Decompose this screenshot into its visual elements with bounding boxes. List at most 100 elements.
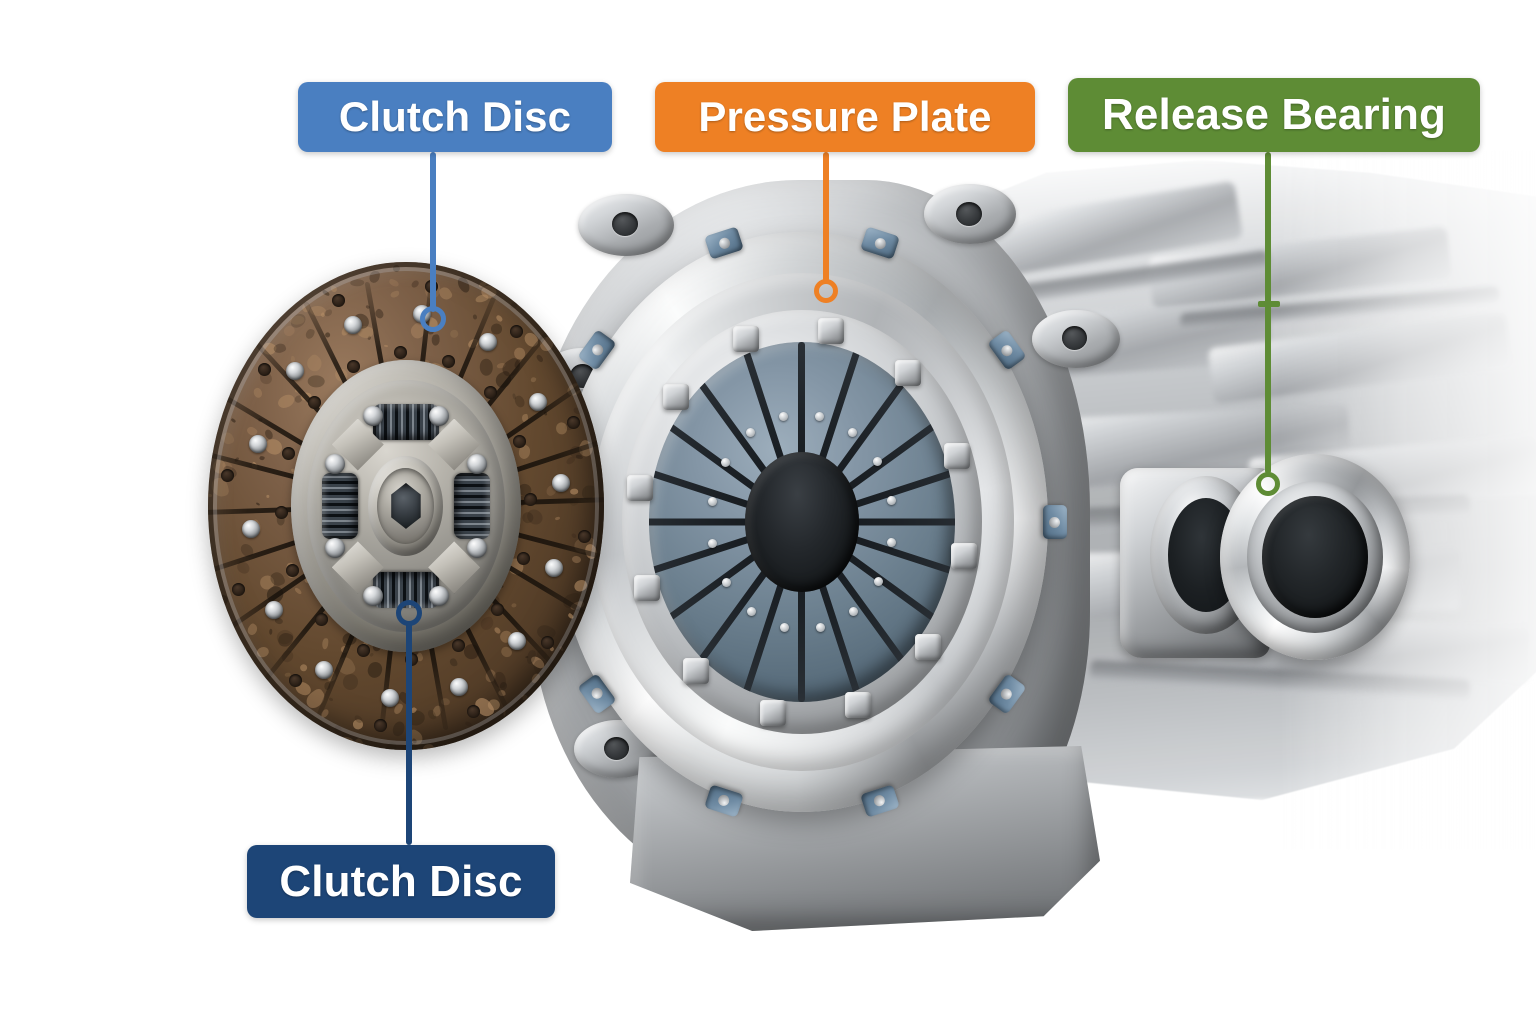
clutch-disc-rivet	[265, 600, 284, 619]
pressure-plate-bolt	[951, 542, 978, 569]
friction-material-speck	[239, 333, 250, 343]
friction-material-speck	[222, 684, 242, 706]
friction-material-speck	[291, 718, 303, 728]
clutch-disc-vent-hole	[288, 674, 302, 688]
hub-rivet	[466, 538, 487, 559]
friction-material-speck	[233, 652, 243, 662]
release-bearing-bore	[1261, 496, 1369, 618]
clutch-disc-hub-plate	[307, 380, 505, 632]
pressure-plate-bolt	[662, 384, 689, 411]
callout-label-pressure-plate[interactable]: Pressure Plate	[655, 82, 1035, 152]
diaphragm-rivet	[780, 623, 790, 633]
friction-material-speck	[244, 344, 249, 349]
pressure-plate	[536, 226, 1068, 818]
friction-material-speck	[327, 263, 342, 277]
friction-material-speck	[220, 673, 231, 688]
friction-material-speck	[418, 749, 430, 750]
clutch-disc-spline-collar	[368, 455, 444, 557]
bell-bolt-hole	[612, 212, 638, 236]
friction-material-speck	[496, 722, 502, 728]
friction-material-speck	[602, 457, 604, 465]
clutch-disc-vent-hole	[577, 530, 591, 544]
diaphragm-rivet	[873, 577, 883, 587]
friction-material-speck	[221, 314, 231, 322]
clutch-disc-vent-hole	[374, 719, 388, 733]
friction-material-speck	[287, 745, 298, 750]
friction-material-speck	[573, 657, 579, 662]
hub-rivet	[325, 538, 346, 559]
pressure-plate-bolt	[760, 700, 787, 727]
friction-material-speck	[274, 746, 295, 750]
clutch-disc-vent-hole	[483, 386, 497, 400]
clutch-disc-vent-hole	[282, 446, 296, 460]
clutch-disc-vent-hole	[394, 345, 408, 359]
clutch-disc-rivet	[479, 333, 498, 352]
friction-material-speck	[249, 308, 261, 319]
friction-material-speck	[563, 688, 572, 698]
leader-marker-clutch-disc-bottom	[396, 600, 422, 626]
pressure-plate-retaining-clip	[1043, 505, 1068, 539]
clutch-disc-rivet	[241, 520, 260, 538]
clutch-disc-rivet	[528, 393, 547, 412]
hub-rivet	[428, 586, 449, 607]
clutch-disc-rivet	[314, 660, 333, 679]
callout-label-clutch-disc-bottom[interactable]: Clutch Disc	[247, 845, 555, 918]
friction-material-speck	[576, 697, 590, 712]
bell-bolt-hole	[956, 202, 982, 226]
leader-line-clutch-disc-top	[430, 152, 436, 312]
friction-material-speck	[561, 312, 575, 330]
release-bearing-outer-race	[1220, 454, 1410, 660]
friction-material-speck	[268, 286, 285, 302]
clutch-disc-rivet	[508, 632, 527, 651]
friction-material-speck	[494, 728, 503, 739]
diaphragm-rivet	[779, 411, 789, 421]
friction-material-speck	[596, 731, 604, 741]
friction-material-speck	[480, 728, 502, 750]
diaphragm-rivet	[814, 411, 824, 421]
release-bearing-inner-race	[1246, 480, 1384, 634]
clutch-disc-vent-hole	[491, 603, 505, 617]
clutch-disc-vent-hole	[307, 395, 321, 409]
friction-material-speck	[274, 276, 295, 297]
pressure-plate-bolt	[634, 575, 661, 602]
clutch-disc-rivet	[285, 361, 304, 380]
friction-material-speck	[603, 324, 604, 335]
diaphragm-rivet	[887, 538, 897, 548]
pressure-plate-bolt	[626, 475, 653, 502]
pressure-plate-bolt	[915, 633, 942, 660]
friction-material-speck	[542, 690, 558, 705]
clutch-disc-spline-race	[377, 467, 435, 545]
clutch-disc-vent-hole	[257, 362, 271, 376]
clutch-disc-rivet	[248, 434, 267, 453]
pressure-plate-bolt	[683, 657, 710, 684]
clutch-disc-vent-hole	[346, 360, 360, 374]
diaphragm-rivet	[721, 577, 731, 587]
clutch-disc-vent-hole	[466, 705, 480, 719]
clutch-disc-vent-hole	[332, 293, 345, 307]
friction-material-speck	[237, 706, 248, 718]
pressure-plate-center-bore	[745, 452, 859, 592]
clutch-disc-vent-hole	[541, 636, 555, 650]
friction-material-speck	[600, 727, 604, 734]
diaphragm-rivet	[848, 606, 858, 616]
clutch-disc-rivet	[380, 688, 399, 707]
clutch-disc-rivet	[344, 315, 363, 334]
clutch-disc-vent-hole	[524, 492, 538, 506]
hub-rivet	[363, 405, 383, 426]
callout-label-release-bearing[interactable]: Release Bearing	[1068, 78, 1480, 152]
friction-material-speck	[208, 342, 214, 349]
clutch-disc-vent-hole	[232, 582, 246, 596]
bell-bolt-hole	[604, 737, 629, 760]
leader-marker-clutch-disc-top	[420, 306, 446, 332]
release-bearing-assembly	[1120, 450, 1420, 680]
clutch-disc-vent-hole	[356, 643, 370, 657]
clutch-disc-vent-hole	[512, 434, 526, 448]
diaphragm-rivet	[707, 496, 717, 506]
diaphragm-rivet	[721, 457, 731, 467]
callout-label-clutch-disc-top[interactable]: Clutch Disc	[298, 82, 612, 152]
pressure-plate-bolt	[894, 360, 921, 387]
clutch-disc-vent-hole	[510, 324, 524, 338]
leader-line-pressure-plate	[823, 152, 829, 282]
clutch-disc-vent-hole	[274, 506, 288, 520]
